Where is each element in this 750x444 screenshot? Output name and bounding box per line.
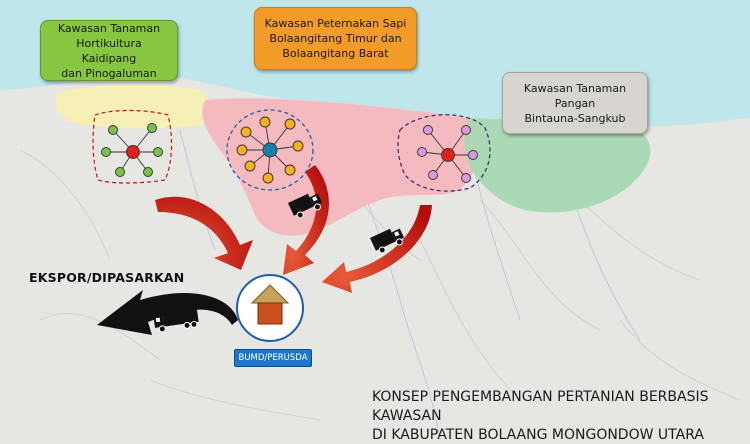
terrain-relief [19, 149, 741, 421]
hub-boundary-sapi [226, 109, 314, 191]
house-icon [250, 284, 290, 325]
ekspor-label: EKSPOR/DIPASARKAN [29, 270, 185, 285]
callout-pangan: Kawasan Tanaman Pangan Bintauna-Sangkub [502, 72, 648, 134]
truck-icon [153, 306, 199, 333]
diagram-caption: KONSEP PENGEMBANGAN PERTANIAN BERBASIS K… [372, 389, 709, 443]
bumd-label: BUMD/PERUSDA [234, 349, 312, 367]
hub-node-icon [417, 125, 478, 183]
horti-zone [55, 84, 211, 129]
callout-hortikultura: Kawasan Tanaman Hortikultura Kaidipang d… [40, 20, 178, 81]
hub-boundary-horti [92, 109, 173, 184]
hub-node-icon [101, 123, 163, 177]
hub-boundary-pangan [397, 114, 491, 192]
hub-node-icon [236, 116, 304, 184]
pangan-zone [464, 118, 651, 213]
sapi-zone [202, 98, 481, 236]
flow-arrow-pangan [322, 205, 432, 293]
flow-arrow-horti [155, 196, 253, 270]
callout-peternakan: Kawasan Peternakan Sapi Bolaangitang Tim… [254, 7, 417, 70]
flow-arrow-sapi [283, 165, 329, 275]
truck-icon [370, 228, 405, 254]
truck-icon [288, 193, 323, 219]
